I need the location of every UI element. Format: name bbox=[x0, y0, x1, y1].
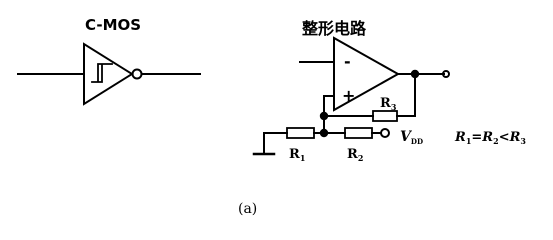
resistor-relation: R1=R2<R3 bbox=[454, 130, 526, 146]
opamp-shaping-circuit bbox=[252, 36, 450, 156]
output-terminal bbox=[442, 70, 450, 78]
resistor-r2 bbox=[344, 127, 373, 139]
node-dot-upper bbox=[319, 111, 329, 121]
opamp-minus-label: - bbox=[344, 52, 351, 71]
r3-label: R3 bbox=[380, 96, 397, 112]
figure-caption: (a) bbox=[238, 201, 257, 217]
vdd-label: VDD bbox=[400, 129, 423, 146]
circuit-diagram: C-MOS 整形电路 - + R3 R1 R2 VDD R1=R2<R3 (a) bbox=[17, 16, 526, 217]
cmos-title: C-MOS bbox=[85, 16, 141, 34]
opamp-triangle bbox=[333, 36, 401, 112]
vdd-terminal bbox=[380, 128, 390, 138]
r2-label: R2 bbox=[347, 147, 363, 163]
resistor-r1 bbox=[286, 127, 315, 139]
resistor-r3 bbox=[372, 110, 398, 122]
schmitt-inverter-symbol bbox=[17, 42, 201, 106]
opamp-plus-label: + bbox=[342, 86, 355, 105]
hysteresis-symbol bbox=[91, 63, 113, 83]
shaping-circuit-title: 整形电路 bbox=[301, 19, 367, 38]
inverter-triangle bbox=[83, 42, 134, 106]
r1-label: R1 bbox=[289, 147, 305, 163]
